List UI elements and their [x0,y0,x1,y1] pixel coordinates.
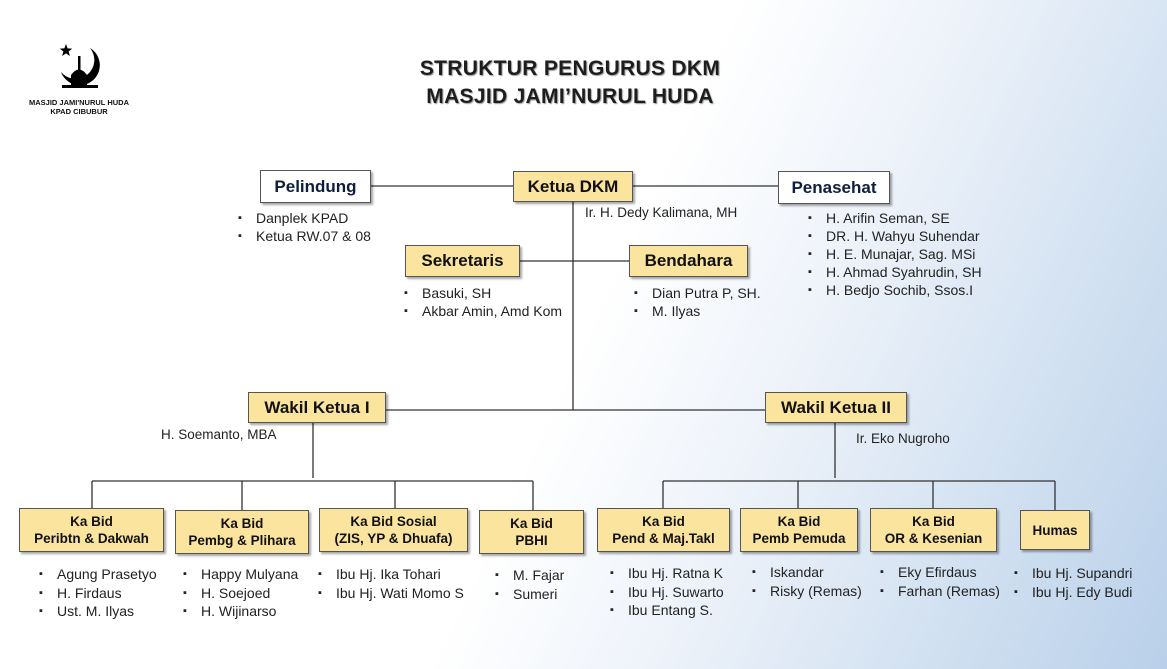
bidang-box-4: Ka Bid PBHI [479,510,584,554]
list-item: H. Firdaus [39,584,157,603]
bidang-2-line1: Ka Bid [220,516,264,531]
list-item: Farhan (Remas) [880,582,1000,601]
title-line1: STRUKTUR PENGURUS DKM [419,57,721,80]
bidang-box-5: Ka Bid Pend & Maj.Takl [597,508,730,552]
list-item: H. E. Munajar, Sag. MSi [808,245,982,263]
bidang-3-line2: (ZIS, YP & Dhuafa) [334,531,453,546]
list-item: Ibu Hj. Ratna K [610,564,724,583]
list-item: H. Wijinarso [183,602,298,621]
bidang-4-members: M. Fajar Sumeri [495,566,564,603]
bidang-1-members: Agung Prasetyo H. Firdaus Ust. M. Ilyas [39,565,157,621]
list-item: Akbar Amin, Amd Kom [404,302,562,320]
bidang-1-line2: Peribtn & Dakwah [34,531,149,546]
list-item: Ibu Entang S. [610,601,724,620]
humas-members: Ibu Hj. Supandri Ibu Hj. Edy Budi [1014,564,1132,601]
list-item: Ibu Hj. Suwarto [610,583,724,602]
humas-label: Humas [1032,522,1078,538]
list-item: Basuki, SH [404,284,562,302]
bidang-4-line1: Ka Bid [510,516,553,531]
bidang-5-members: Ibu Hj. Ratna K Ibu Hj. Suwarto Ibu Enta… [610,564,724,620]
list-item: Ibu Hj. Supandri [1014,564,1132,583]
list-item: Ibu Hj. Ika Tohari [318,565,464,584]
bendahara-box: Bendahara [629,245,748,277]
bidang-5-line1: Ka Bid [642,514,685,529]
list-item: H. Soejoed [183,584,298,603]
logo-caption-line2: KPAD CIBUBUR [50,107,108,116]
list-item: Sumeri [495,585,564,604]
ketua-dkm-label: Ketua DKM [527,176,619,196]
wakil-ketua-2-label: Wakil Ketua II [781,397,891,417]
list-item: DR. H. Wahyu Suhendar [808,227,982,245]
pelindung-label: Pelindung [274,176,357,196]
list-item: Risky (Remas) [752,582,862,601]
bidang-box-1: Ka Bid Peribtn & Dakwah [19,508,164,552]
ketua-dkm-person: Ir. H. Dedy Kalimana, MH [585,205,738,220]
list-item: Ibu Hj. Edy Budi [1014,583,1132,602]
logo-caption-line1: MASJID JAMI'NURUL HUDA [29,98,129,107]
penasehat-members: H. Arifin Seman, SE DR. H. Wahyu Suhenda… [808,209,982,299]
list-item: Ust. M. Ilyas [39,602,157,621]
bidang-6-line2: Pemb Pemuda [752,531,846,546]
bidang-2-members: Happy Mulyana H. Soejoed H. Wijinarso [183,565,298,621]
bidang-4-line2: PBHI [515,533,548,548]
bidang-6-members: Iskandar Risky (Remas) [752,563,862,600]
sekretaris-members: Basuki, SH Akbar Amin, Amd Kom [404,284,562,320]
title-line2: MASJID JAMI’NURUL HUDA [426,85,714,108]
sekretaris-label: Sekretaris [421,251,504,270]
list-item: Agung Prasetyo [39,565,157,584]
humas-box: Humas [1020,510,1090,550]
bendahara-members: Dian Putra P, SH. M. Ilyas [634,284,761,320]
wakil-ketua-2-box: Wakil Ketua II [765,392,907,423]
ketua-dkm-box: Ketua DKM [513,171,633,202]
bidang-5-line2: Pend & Maj.Takl [612,531,715,546]
list-item: H. Bedjo Sochib, Ssos.I [808,281,982,299]
wakil-ketua-2-person: Ir. Eko Nugroho [856,431,950,446]
bidang-2-line2: Pembg & Plihara [188,533,296,548]
bendahara-label: Bendahara [644,251,733,270]
bidang-3-members: Ibu Hj. Ika Tohari Ibu Hj. Wati Momo S [318,565,464,602]
sekretaris-box: Sekretaris [405,245,520,277]
list-item: H. Ahmad Syahrudin, SH [808,263,982,281]
bidang-box-6: Ka Bid Pemb Pemuda [740,508,858,552]
list-item: Dian Putra P, SH. [634,284,761,302]
bidang-6-line1: Ka Bid [777,514,821,529]
bidang-3-line1: Ka Bid Sosial [350,514,437,529]
bidang-7-line2: OR & Kesenian [884,531,983,546]
bidang-7-line1: Ka Bid [912,514,955,529]
wakil-ketua-1-person: H. Soemanto, MBA [161,427,277,442]
list-item: Iskandar [752,563,862,582]
bidang-box-7: Ka Bid OR & Kesenian [870,508,997,552]
wakil-ketua-1-box: Wakil Ketua I [248,392,386,423]
bidang-7-members: Eky Efirdaus Farhan (Remas) [880,563,1000,600]
list-item: Ibu Hj. Wati Momo S [318,584,464,603]
wakil-ketua-1-label: Wakil Ketua I [264,397,370,417]
bidang-box-2: Ka Bid Pembg & Plihara [175,510,309,554]
penasehat-box: Penasehat [778,171,890,204]
list-item: M. Fajar [495,566,564,585]
list-item: Ketua RW.07 & 08 [238,227,371,245]
pelindung-members: Danplek KPAD Ketua RW.07 & 08 [238,209,371,245]
list-item: Happy Mulyana [183,565,298,584]
list-item: M. Ilyas [634,302,761,320]
logo-caption: MASJID JAMI'NURUL HUDA KPAD CIBUBUR [14,98,144,116]
bidang-box-3: Ka Bid Sosial (ZIS, YP & Dhuafa) [319,508,468,552]
list-item: H. Arifin Seman, SE [808,209,982,227]
crescent-mosque-icon [59,44,100,88]
penasehat-label: Penasehat [791,177,877,197]
pelindung-box: Pelindung [260,170,371,203]
mosque-logo [52,42,106,92]
list-item: Eky Efirdaus [880,563,1000,582]
list-item: Danplek KPAD [238,209,371,227]
page-title: STRUKTUR PENGURUS DKM MASJID JAMI’NURUL … [0,55,1140,111]
bidang-1-line1: Ka Bid [70,514,113,529]
